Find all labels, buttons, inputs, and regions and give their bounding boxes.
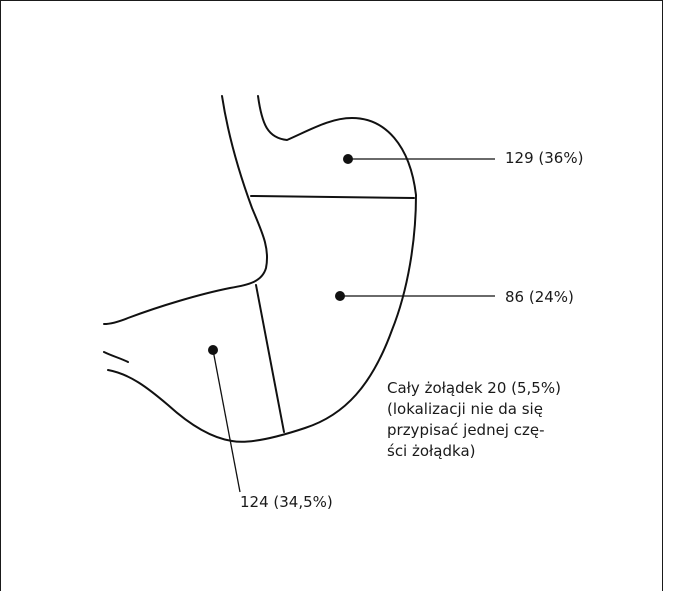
antrum-count-label: 124 (34,5%) (240, 492, 333, 513)
note-line: (lokalizacji nie da się (387, 399, 561, 420)
duodenum-upper (104, 352, 128, 362)
antrum-leader-line (213, 350, 240, 492)
note-line: ści żołądka) (387, 441, 561, 462)
stomach-outline-inner (104, 96, 267, 324)
divider-body-antrum (256, 285, 284, 432)
whole-stomach-note: Cały żołądek 20 (5,5%) (lokalizacji nie … (387, 378, 561, 462)
fundus-count-label: 129 (36%) (505, 148, 583, 169)
note-line: przypisać jednej czę- (387, 420, 561, 441)
stomach-outline-outer (108, 96, 416, 442)
note-line: Cały żołądek 20 (5,5%) (387, 378, 561, 399)
body-count-label: 86 (24%) (505, 287, 574, 308)
divider-fundus-body (251, 196, 414, 198)
